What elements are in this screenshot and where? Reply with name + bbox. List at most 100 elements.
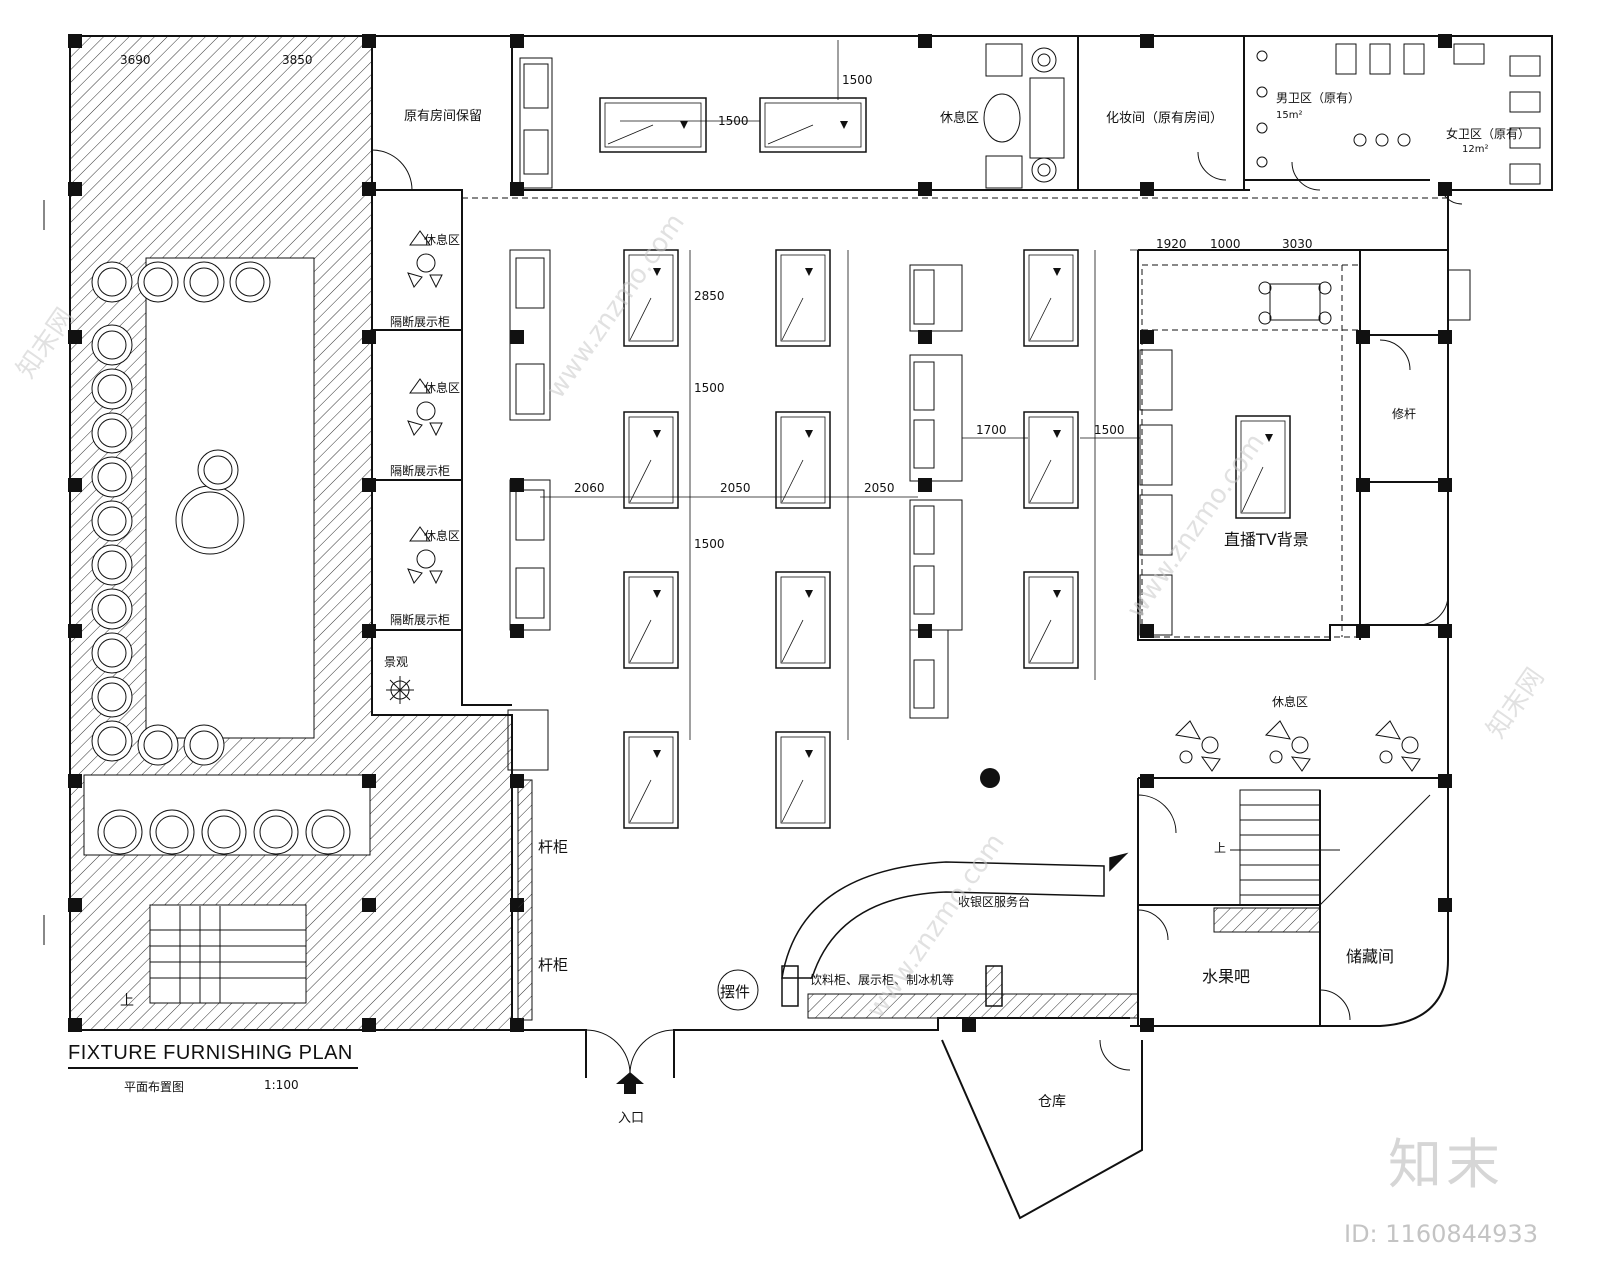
dim-bottom-gap: 1500	[694, 537, 725, 551]
hatched-existing-zone	[69, 35, 513, 1031]
pool-table-c1-r4	[623, 731, 679, 829]
label-lounge-left-1: 休息区	[424, 232, 460, 247]
watermark-site-2: www.znzmo.com	[1121, 428, 1271, 624]
dim-row-gap-c: 2050	[864, 481, 895, 495]
billiard-tables	[599, 97, 1291, 829]
label-stair-up-left: 上	[120, 993, 134, 1009]
round-table-top-3-inner	[189, 267, 219, 297]
round-table-bottom-1-inner	[143, 730, 173, 760]
plan-subtitle: 平面布置图	[124, 1080, 185, 1094]
door-swings	[43, 149, 1471, 1075]
round-table-lower-1-inner	[103, 815, 137, 849]
pool-table-top-1	[599, 97, 707, 153]
brand-logo: 知末	[1388, 1133, 1504, 1196]
round-table-top-4-inner	[235, 267, 265, 297]
label-lounge-left-3: 休息区	[424, 528, 460, 543]
round-table-center-large-inner	[181, 491, 239, 549]
round-table-left-6-inner	[97, 550, 127, 580]
dim-right-gap: 1500	[1094, 423, 1125, 437]
label-female-wc-area: 12m²	[1462, 144, 1488, 155]
dimension-labels: 3690 3850 1500 1500 1920 1000 3030 2850 …	[120, 53, 1313, 551]
stairs	[150, 789, 1431, 1003]
dim-right-2: 1000	[1210, 237, 1241, 251]
entrance-arrow	[616, 1072, 644, 1094]
pool-table-c3-r3	[1023, 571, 1079, 669]
pool-table-c1-r2	[623, 411, 679, 509]
dim-top-vertical: 1500	[842, 73, 873, 87]
watermark-site-1: www.znzmo.com	[541, 208, 691, 404]
label-lounge-top: 休息区	[940, 110, 979, 126]
round-table-lower-3-inner	[207, 815, 241, 849]
right-lounge-sets	[1174, 720, 1421, 772]
label-entrance: 入口	[618, 1111, 644, 1126]
room-labels: 原有房间保留 休息区 化妆间（原有房间） 男卫区（原有） 15m² 女卫区（原有…	[120, 91, 1530, 1126]
round-table-lower-5-inner	[311, 815, 345, 849]
round-table-left-5-inner	[97, 506, 127, 536]
pool-table-top-2	[759, 97, 867, 153]
round-table-left-1-inner	[97, 330, 127, 360]
brand-id: ID: 1160844933	[1344, 1220, 1538, 1248]
pool-table-c2-r2	[775, 411, 831, 509]
pool-table-c2-r4	[775, 731, 831, 829]
label-storage: 储藏间	[1346, 947, 1394, 966]
round-table-left-9-inner	[97, 682, 127, 712]
structural-columns	[68, 34, 1452, 1032]
label-lounge-left-2: 休息区	[424, 380, 460, 395]
pool-table-stage	[1235, 415, 1291, 519]
label-partition-2: 隔断展示柜	[390, 463, 450, 478]
pool-table-c2-r3	[775, 571, 831, 669]
pool-table-c1-r1	[623, 249, 679, 347]
label-cue-cabinet-2: 杆柜	[538, 956, 568, 974]
wc-fixtures	[1197, 43, 1541, 205]
dim-top-left-2: 3850	[282, 53, 313, 67]
dim-table-gap-top: 1500	[718, 114, 749, 128]
dim-top-left-1: 3690	[120, 53, 151, 67]
pool-table-c3-r1	[1023, 249, 1079, 347]
dim-row-gap-b: 2050	[720, 481, 751, 495]
dashed-lines	[461, 197, 1448, 705]
label-male-wc-area: 15m²	[1276, 110, 1302, 121]
round-table-center-small-inner	[203, 455, 233, 485]
label-cashier: 收银区服务台	[958, 894, 1030, 909]
label-dressing: 化妆间（原有房间）	[1106, 110, 1223, 126]
ornament-circle	[717, 969, 759, 1011]
round-table-left-10-inner	[97, 726, 127, 756]
label-female-wc: 女卫区（原有）	[1446, 126, 1530, 141]
cashier-counter	[781, 852, 1129, 1007]
pool-table-c2-r1	[775, 249, 831, 347]
round-table-left-2-inner	[97, 374, 127, 404]
lounge-furniture	[983, 43, 1332, 325]
left-lounge-sets	[386, 230, 443, 704]
label-fruit-bar: 水果吧	[1202, 967, 1250, 986]
dim-table-gap: 1500	[694, 381, 725, 395]
label-lounge-right: 休息区	[1272, 694, 1308, 709]
label-male-wc: 男卫区（原有）	[1276, 91, 1360, 105]
sofa-seating	[507, 57, 1173, 771]
cue-cabinets	[517, 779, 1139, 1021]
label-ornament: 摆件	[720, 983, 750, 1001]
round-table-top-2-inner	[143, 267, 173, 297]
round-table-left-3-inner	[97, 418, 127, 448]
title-block: FIXTURE FURNISHING PLAN 平面布置图 1:100	[68, 1042, 358, 1094]
round-table-bottom-2-inner	[189, 730, 219, 760]
dimension-lines	[540, 40, 1360, 740]
watermark-cn-2: 知末网	[1481, 663, 1550, 744]
label-stair-up-right: 上	[1214, 841, 1226, 855]
label-live-bg: 直播TV背景	[1224, 530, 1309, 549]
label-repair-cue: 修杆	[1392, 406, 1416, 421]
label-warehouse: 仓库	[1038, 1094, 1066, 1110]
dim-right-3: 3030	[1282, 237, 1313, 251]
dim-row-gap-a: 2060	[574, 481, 605, 495]
pool-table-c1-r3	[623, 571, 679, 669]
round-table-left-8-inner	[97, 638, 127, 668]
label-landscape: 景观	[384, 655, 408, 669]
plan-title: FIXTURE FURNISHING PLAN	[68, 1042, 353, 1064]
dim-right-1: 1920	[1156, 237, 1187, 251]
label-partition-1: 隔断展示柜	[390, 314, 450, 329]
round-table-top-1-inner	[97, 267, 127, 297]
label-original-room: 原有房间保留	[404, 108, 482, 124]
round-table-left-7-inner	[97, 594, 127, 624]
pool-table-c3-r2	[1023, 411, 1079, 509]
label-cue-cabinet-1: 杆柜	[538, 838, 568, 856]
